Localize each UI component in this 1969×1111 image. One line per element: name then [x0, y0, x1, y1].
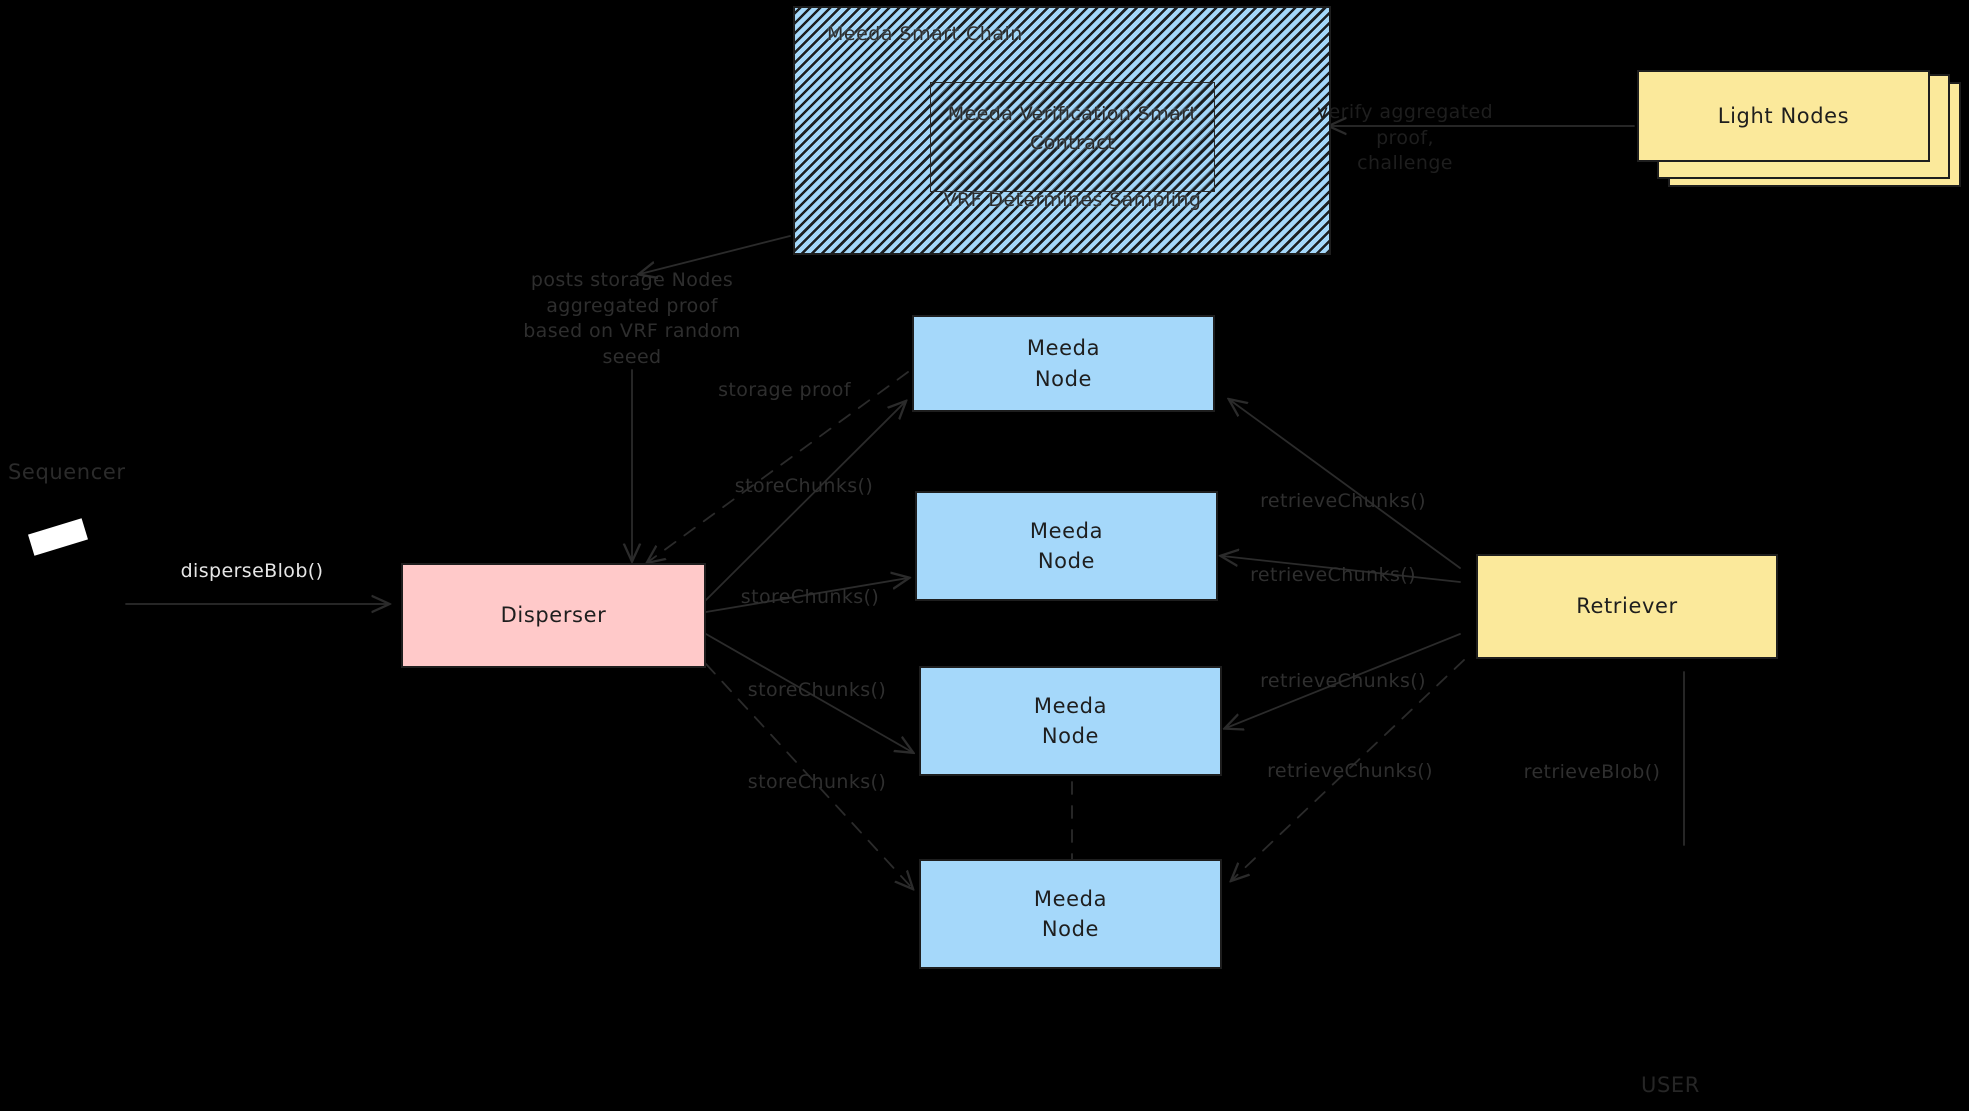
edge-label-verify-challenge: verify aggregated proof, challenge — [1316, 101, 1494, 175]
meeda-node-1-label: Meeda Node — [1026, 336, 1101, 391]
meeda-node-3-label: Meeda Node — [1033, 693, 1108, 748]
edge-store-chunks-1 — [705, 402, 905, 601]
edge-label-retrieve-chunks-4: retrieveChunks() — [1267, 760, 1433, 782]
meeda-node-1[interactable]: Meeda Node — [912, 315, 1215, 412]
edge-label-disperse-blob: disperseBlob() — [180, 560, 324, 582]
edge-label-store-chunks-2: storeChunks() — [740, 586, 880, 608]
edge-label-store-chunks-4: storeChunks() — [747, 771, 887, 793]
edge-label-retrieve-blob: retrieveBlob() — [1523, 761, 1661, 783]
edge-label-posts-proof: posts storage Nodes aggregated proof bas… — [523, 269, 741, 368]
meeda-node-2-label: Meeda Node — [1029, 518, 1104, 573]
edge-label-storage-proof: storage proof — [718, 379, 851, 401]
meeda-node-4-label: Meeda Node — [1033, 886, 1108, 941]
edge-label-retrieve-chunks-2: retrieveChunks() — [1250, 564, 1416, 586]
edge-label-retrieve-chunks-1: retrieveChunks() — [1260, 490, 1426, 512]
meeda-verification-contract-text: Meeda Verification Smart Contract VRF De… — [943, 103, 1202, 211]
sequencer-label: Sequencer — [8, 460, 126, 484]
disperser-label: Disperser — [500, 603, 607, 628]
edge-label-store-chunks-3: storeChunks() — [747, 679, 887, 701]
retriever-box[interactable]: Retriever — [1476, 554, 1778, 659]
light-nodes-box[interactable]: Light Nodes — [1637, 70, 1930, 162]
meeda-node-2[interactable]: Meeda Node — [915, 491, 1218, 601]
light-nodes-label: Light Nodes — [1717, 103, 1850, 128]
meeda-node-4[interactable]: Meeda Node — [919, 859, 1222, 969]
edge-retrieve-chunks-1 — [1230, 400, 1461, 569]
user-label: USER — [1641, 1073, 1700, 1097]
meeda-node-3[interactable]: Meeda Node — [919, 666, 1222, 776]
disperser-box[interactable]: Disperser — [401, 563, 706, 668]
sequencer-chip — [28, 518, 88, 556]
meeda-verification-contract-box[interactable] — [930, 82, 1215, 192]
retriever-label: Retriever — [1576, 594, 1678, 619]
edge-label-store-chunks-1: storeChunks() — [734, 475, 874, 497]
meeda-smart-chain-title: Meeda Smart Chain — [827, 23, 1023, 45]
edge-label-retrieve-chunks-3: retrieveChunks() — [1260, 670, 1426, 692]
